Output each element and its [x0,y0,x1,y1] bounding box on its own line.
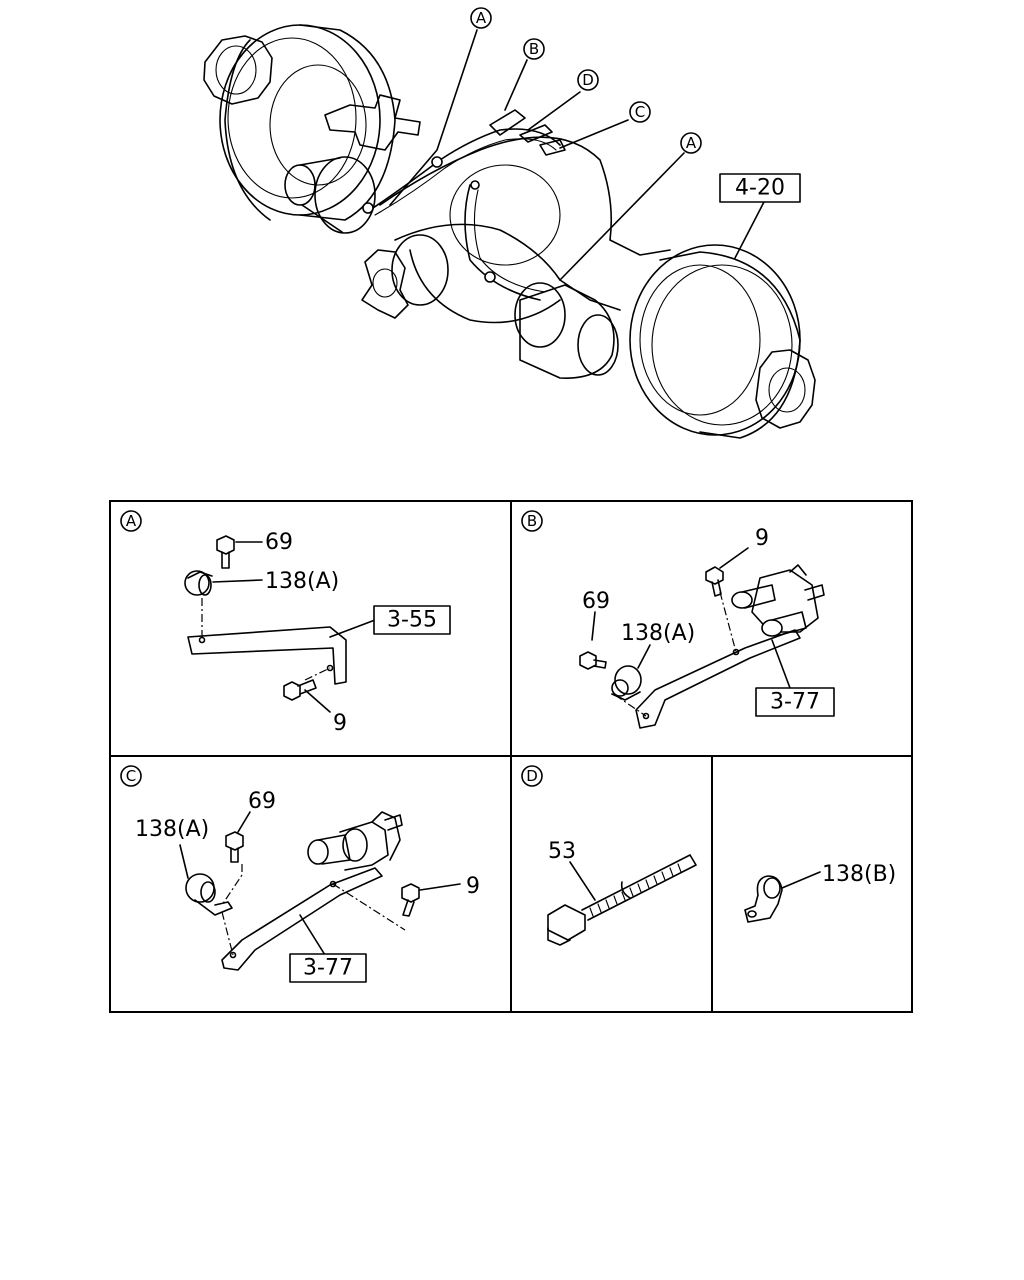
svg-text:A: A [476,9,487,27]
clip-138a-icon [185,873,233,916]
label-69: 69 [265,530,293,555]
ref-box-3-77: 3-77 [289,953,367,983]
bolt-69-icon [216,535,235,569]
label-53: 53 [548,839,576,864]
svg-text:D: D [582,71,594,89]
svg-text:3-77: 3-77 [303,956,353,981]
callout-c-top: C [629,101,651,123]
bolt-69-icon [579,651,607,670]
callout-b-top: B [523,38,545,60]
valve-assembly-icon [731,564,825,637]
bolt-9-icon [401,883,420,917]
label-9: 9 [333,711,347,736]
svg-text:A: A [126,512,137,530]
callout-a-top: A [470,7,492,29]
panel-c: C [120,765,480,983]
svg-text:B: B [527,512,537,530]
label-138a: 138(A) [265,569,339,594]
panel-b: B [521,510,835,729]
bolt-9-icon [283,679,317,701]
panel-d: D 53 [521,765,697,946]
label-9: 9 [466,874,480,899]
panel-d-letter: D [521,765,543,787]
callout-a-lower: A [680,132,702,154]
svg-text:C: C [635,103,645,121]
svg-text:4-20: 4-20 [735,176,785,201]
axle-assembly-illustration [203,24,816,439]
svg-text:3-77: 3-77 [770,690,820,715]
label-138a: 138(A) [135,817,209,842]
label-138b: 138(B) [822,862,896,887]
svg-text:D: D [526,767,538,785]
panel-e: 138(B) [744,862,896,923]
panel-a-letter: A [120,510,142,532]
clip-138a-icon [611,665,642,701]
svg-text:A: A [686,134,697,152]
bolt-69-icon [225,831,244,863]
valve-assembly-icon [307,811,403,871]
label-69: 69 [582,589,610,614]
label-69: 69 [248,789,276,814]
detail-frame [109,500,913,1013]
callout-d-top: D [577,69,599,91]
ref-box-3-77: 3-77 [755,687,835,717]
ref-box-3-55: 3-55 [373,605,451,635]
main-callout-leaders [389,29,766,281]
cable-tie-icon [547,854,697,946]
svg-text:B: B [529,40,539,58]
panel-c-letter: C [120,765,142,787]
panel-a: A 69 138(A) 3-5 [120,510,451,736]
ref-box-4-20: 4-20 [719,173,801,203]
svg-text:C: C [126,767,136,785]
bolt-9-icon [705,566,724,597]
clip-138a-icon [184,570,213,596]
clip-138b-icon [744,875,783,923]
svg-text:3-55: 3-55 [387,608,437,633]
panel-b-letter: B [521,510,543,532]
label-9: 9 [755,526,769,551]
label-138a: 138(A) [621,621,695,646]
